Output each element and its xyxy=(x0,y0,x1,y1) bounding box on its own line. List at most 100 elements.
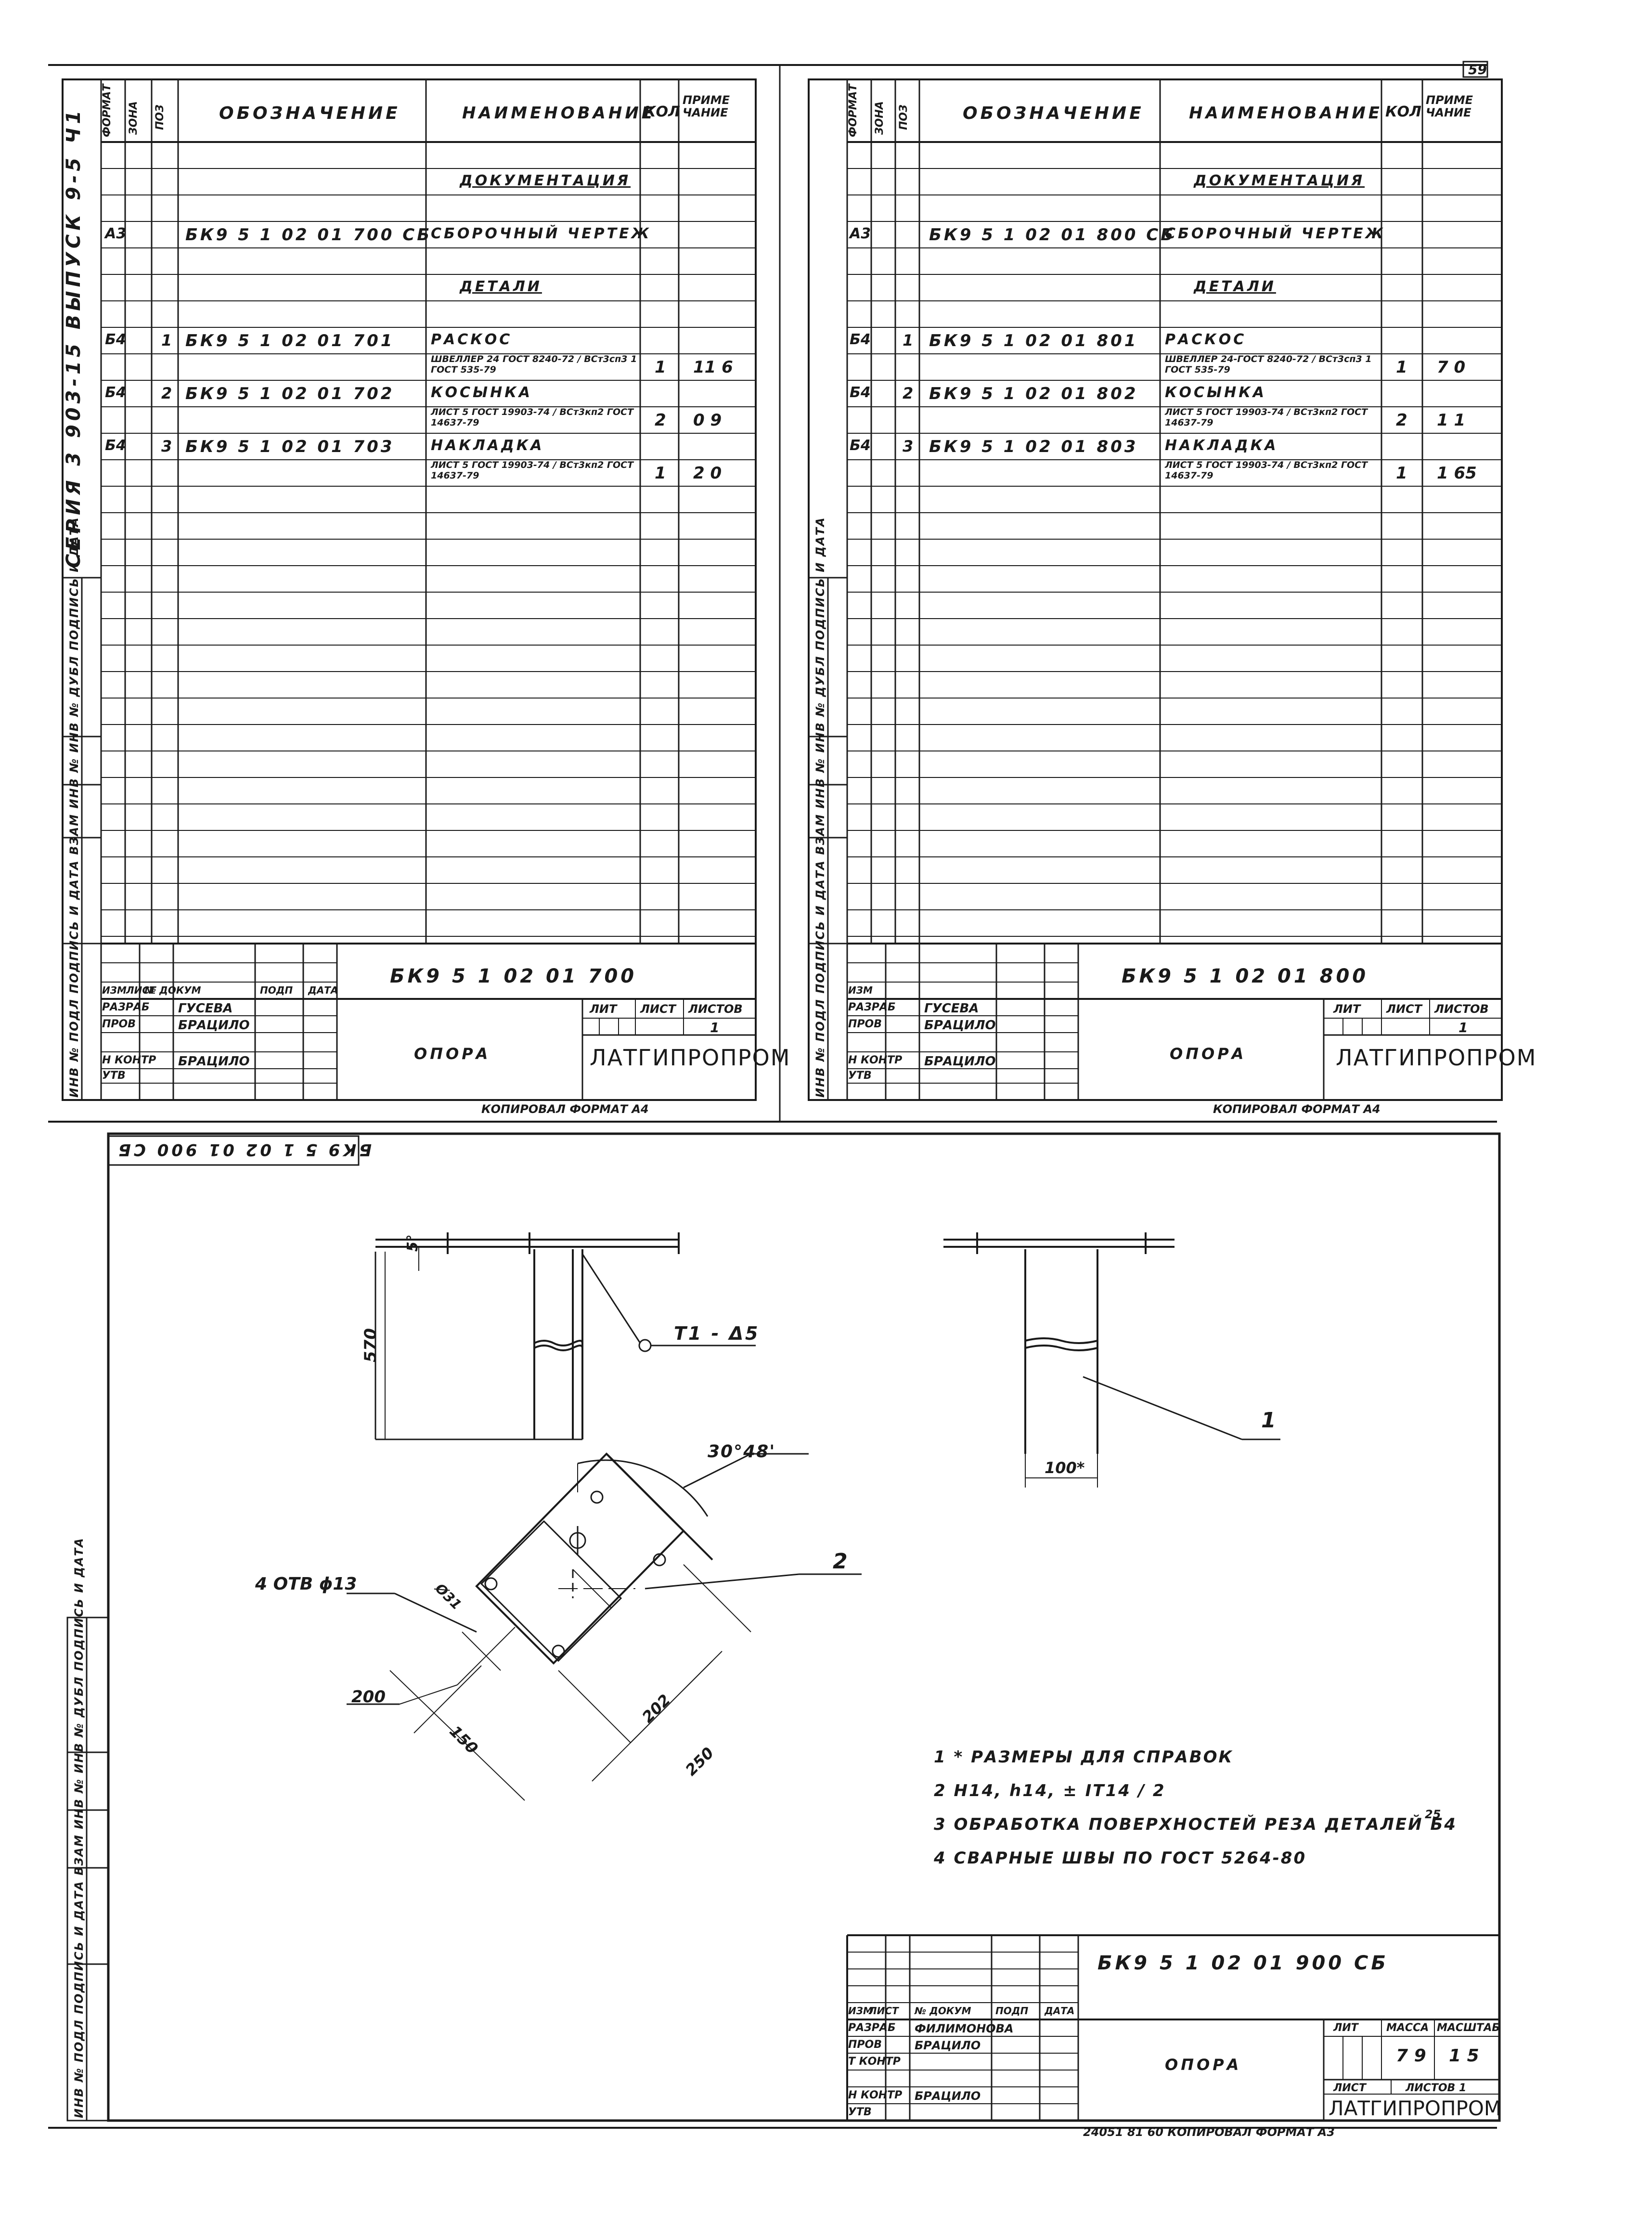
left-row-lines xyxy=(101,168,756,937)
bottom-role-tkontr: Т КОНТР xyxy=(848,2056,901,2068)
spec-format: Б4 xyxy=(105,437,126,454)
spec-position: 1 xyxy=(903,331,914,349)
bottom-frame xyxy=(66,1132,1501,2122)
spec-quantity: 1 xyxy=(655,358,666,377)
spec-name: СБОРОЧНЫЙ ЧЕРТЕЖ xyxy=(1165,225,1386,242)
rotated-code: БК9 5 1 02 01 900 СБ xyxy=(116,1140,372,1159)
plan-view xyxy=(347,1452,862,1801)
stamp-sheet: ЛИСТ xyxy=(1333,2082,1366,2094)
right-code: БК9 5 1 02 01 800 xyxy=(1122,965,1369,987)
left-org: ЛАТГИПРОПРОМ xyxy=(590,1045,791,1071)
holes-label: 4 ОТВ ϕ13 xyxy=(255,1574,357,1594)
right-header-designation: ОБОЗНАЧЕНИЕ xyxy=(963,104,1144,123)
roughness-symbol: 25 xyxy=(1425,1808,1441,1821)
spec-note: 11 6 xyxy=(693,358,733,377)
spec-position: 2 xyxy=(903,384,914,402)
left-header-zone: ЗОНА xyxy=(128,101,140,135)
bottom-role-sign: ПОДП xyxy=(995,2005,1029,2017)
left-header-pos: ПОЗ xyxy=(154,104,166,130)
left-side-series-text: СЕРИЯ 3 903-15 ВЫПУСК 9-5 Ч1 xyxy=(63,106,85,568)
left-header-qty: КОЛ xyxy=(644,104,680,120)
right-header-format: ФОРМАТ xyxy=(847,84,859,137)
left-title-block-lines xyxy=(101,944,756,1100)
note-2: 2 Н14, h14, ± IT14 / 2 xyxy=(934,1781,1166,1800)
bottom-role-nkontr: Н КОНТР xyxy=(848,2089,903,2101)
left-header-format: ФОРМАТ xyxy=(101,84,113,137)
leader-2: 2 xyxy=(833,1549,848,1574)
spec-format: Б4 xyxy=(105,331,126,348)
spec-designation: БК9 5 1 02 01 700 СБ xyxy=(185,225,432,245)
left-header-note: ПРИМЕ ЧАНИЕ xyxy=(683,93,730,119)
left-header-designation: ОБОЗНАЧЕНИЕ xyxy=(219,104,400,123)
right-role-nkontr: Н КОНТР xyxy=(848,1054,903,1066)
front-elevation-view xyxy=(943,1232,1280,1488)
right-person-3: БРАЦИЛО xyxy=(924,1054,996,1069)
right-title-block-lines xyxy=(847,944,1502,1100)
spec-name: ШВЕЛЛЕР 24 ГОСТ 8240-72 / ВСт3сп3 1 ГОСТ… xyxy=(431,354,637,375)
spec-designation: БК9 5 1 02 01 703 xyxy=(185,437,395,456)
spec-designation: БК9 5 1 02 01 801 xyxy=(929,331,1138,350)
right-row-lines xyxy=(847,168,1502,937)
bottom-role-izm: ИЗМ xyxy=(848,2005,873,2017)
right-person-1: ГУСЕВА xyxy=(924,1001,979,1016)
right-stamp-sheet: ЛИСТ xyxy=(1386,1002,1422,1016)
side-elevation-view xyxy=(374,1232,756,1440)
note-1: 1 * РАЗМЕРЫ ДЛЯ СПРАВОК xyxy=(934,1747,1234,1767)
spec-position: 3 xyxy=(903,437,914,455)
left-role-utv: УТВ xyxy=(102,1070,126,1082)
spec-designation: БК9 5 1 02 01 702 xyxy=(185,384,395,403)
left-person-2: БРАЦИЛО xyxy=(178,1018,250,1033)
bottom-title: ОПОРА xyxy=(1165,2056,1242,2074)
bottom-person-2: БРАЦИЛО xyxy=(915,2039,981,2052)
left-person-3: БРАЦИЛО xyxy=(178,1054,250,1069)
spec-format: Б4 xyxy=(850,331,871,348)
dim-100: 100* xyxy=(1045,1459,1085,1477)
left-role-date: ДАТА xyxy=(308,984,338,996)
dim-angle: 30°48' xyxy=(708,1442,776,1462)
right-footer: КОПИРОВАЛ ФОРМАТ А4 xyxy=(1213,1102,1381,1116)
spec-designation: БК9 5 1 02 01 800 СБ xyxy=(929,225,1176,245)
spec-note: 0 9 xyxy=(693,411,722,430)
spec-format: Б4 xyxy=(850,384,871,401)
spec-note: 1 1 xyxy=(1437,411,1466,430)
spec-note: 1 65 xyxy=(1437,464,1477,483)
stamp-lit: ЛИТ xyxy=(1333,2022,1358,2034)
right-header-note: ПРИМЕ ЧАНИЕ xyxy=(1426,93,1473,119)
spec-quantity: 2 xyxy=(655,411,666,430)
left-role-izm: ИЗМ xyxy=(102,984,127,996)
page-number: 59 xyxy=(1468,62,1487,78)
spec-quantity: 1 xyxy=(1396,464,1407,483)
left-role-razrab: РАЗРАБ xyxy=(102,1001,150,1013)
bottom-role-date: ДАТА xyxy=(1045,2005,1075,2017)
bottom-person-1: ФИЛИМОНОВА xyxy=(915,2022,1014,2035)
dim-570: 570 xyxy=(361,1328,380,1362)
left-stamp-strip-label: ИНВ № ПОДЛ ПОДПИСЬ И ДАТА ВЗАМ ИНВ № ИНВ… xyxy=(67,517,81,1098)
spec-name: ШВЕЛЛЕР 24-ГОСТ 8240-72 / ВСт3сп3 1 ГОСТ… xyxy=(1165,354,1372,375)
right-org: ЛАТГИПРОПРОМ xyxy=(1336,1045,1537,1071)
left-role-list: ЛИСТ xyxy=(126,984,156,996)
right-role-razrab: РАЗРАБ xyxy=(848,1001,896,1013)
spec-name: СБОРОЧНЫЙ ЧЕРТЕЖ xyxy=(431,225,652,242)
bottom-person-3: БРАЦИЛО xyxy=(915,2089,981,2103)
stamp-mass: МАССА xyxy=(1386,2022,1429,2034)
right-person-2: БРАЦИЛО xyxy=(924,1018,996,1033)
left-stamp-lit: ЛИТ xyxy=(590,1002,617,1016)
spec-name: ЛИСТ 5 ГОСТ 19903-74 / ВСт3кп2 ГОСТ 1463… xyxy=(1165,460,1368,481)
spec-format: Б4 xyxy=(850,437,871,454)
left-role-doc: № ДОКУМ xyxy=(144,984,201,996)
spec-position: 1 xyxy=(161,331,172,349)
bottom-code: БК9 5 1 02 01 900 СБ xyxy=(1097,1952,1389,1974)
spec-quantity: 1 xyxy=(1396,358,1407,377)
dim-200: 200 xyxy=(351,1687,386,1707)
right-header-qty: КОЛ xyxy=(1385,104,1421,120)
spec-name: ДЕТАЛИ xyxy=(460,278,542,295)
bottom-role-doc: № ДОКУМ xyxy=(915,2005,971,2017)
right-role-prov: ПРОВ xyxy=(848,1018,882,1030)
right-header-pos: ПОЗ xyxy=(898,104,910,130)
stamp-mass-value: 7 9 xyxy=(1396,2046,1426,2066)
left-sheets-count: 1 xyxy=(710,1020,720,1035)
spec-name: ЛИСТ 5 ГОСТ 19903-74 / ВСт3кп2 ГОСТ 1463… xyxy=(1165,407,1368,428)
stamp-sheets: ЛИСТОВ 1 xyxy=(1406,2082,1467,2094)
stamp-scale-value: 1 5 xyxy=(1449,2046,1479,2066)
spec-name: ДЕТАЛИ xyxy=(1194,278,1276,295)
